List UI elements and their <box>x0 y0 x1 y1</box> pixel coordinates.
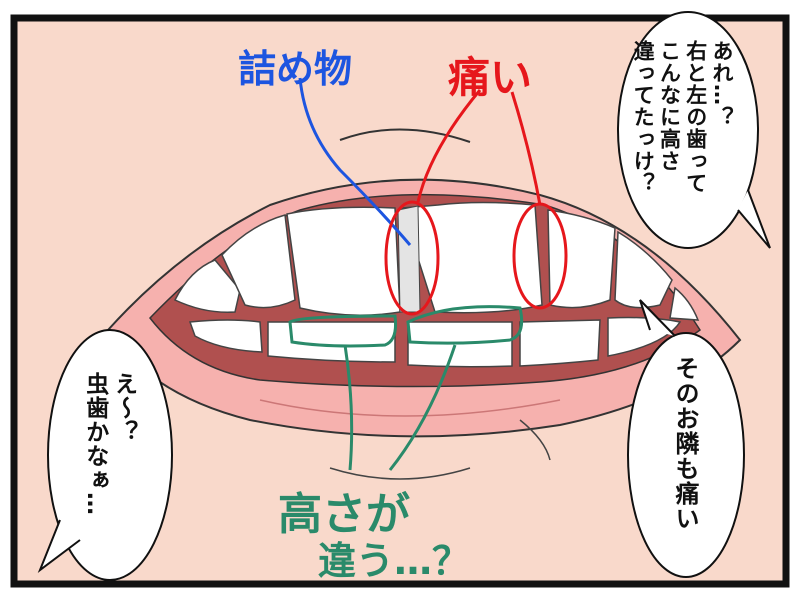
speech-bubble <box>37 11 771 581</box>
speech-bubble-bottom-left <box>47 329 173 581</box>
height-label-line2: 違う…？ <box>318 539 471 583</box>
speech-text-top-right: あれ…？ 右と左の歯って こんなに高さ 違ってたっけ？ <box>631 40 734 194</box>
speech-bubble-bottom-right <box>627 332 745 578</box>
speech-text-bottom-left: え～？ 虫歯かなぁ… <box>81 372 137 516</box>
pain-label: 痛い <box>448 53 533 102</box>
height-label-line1: 高さが <box>278 489 410 540</box>
circle-marker-height <box>288 305 524 471</box>
filling-label: 詰め物 <box>238 47 353 91</box>
speech-bubble-top-right <box>617 11 759 249</box>
filling <box>397 205 421 313</box>
circle-marker-pain <box>384 89 568 316</box>
speech-text-bottom-right: そのお隣も痛い <box>671 356 699 531</box>
